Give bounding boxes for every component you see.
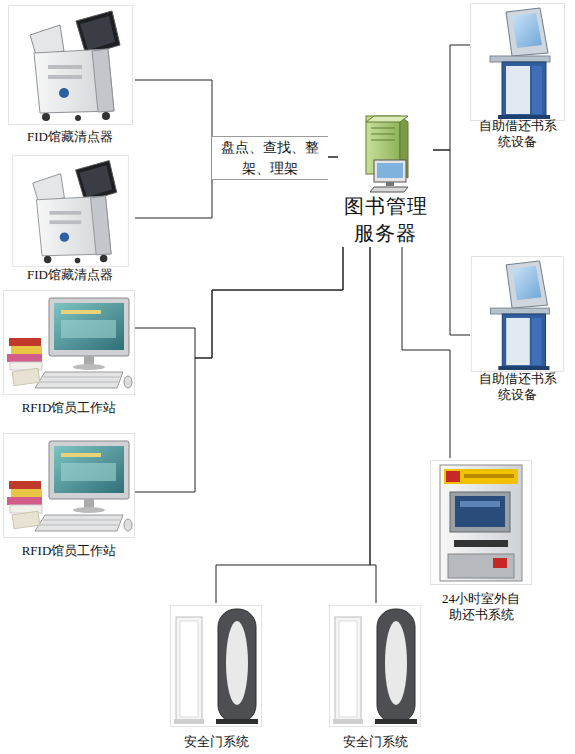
kiosk-image	[471, 256, 563, 371]
device-node: 24小时室外自助还书系统	[428, 458, 534, 623]
connector-line	[433, 45, 470, 150]
node-caption: 图书管理服务器	[343, 193, 429, 247]
device-node: RFID馆员工作站	[3, 431, 135, 559]
device-node: 安全门系统	[326, 603, 424, 750]
device-node: RFID馆员工作站	[3, 288, 135, 416]
book-drop-image	[431, 461, 532, 585]
server-node: 图书管理服务器	[338, 112, 433, 247]
device-node: FID馆藏清点器	[5, 5, 135, 145]
node-caption: FID馆藏清点器	[27, 267, 113, 283]
connector-line	[216, 247, 370, 603]
edge-label: 盘点、查找、整架、理架	[212, 136, 328, 180]
connector-line	[402, 247, 450, 458]
device-node: 安全门系统	[168, 603, 264, 750]
node-caption: RFID馆员工作站	[22, 400, 117, 416]
connector-line	[370, 247, 376, 603]
node-caption: 自助借还书系统设备	[477, 371, 559, 403]
device-node: 自助借还书系统设备	[470, 255, 565, 403]
node-caption: 自助借还书系统设备	[477, 118, 559, 150]
workstation-image	[4, 291, 135, 395]
security-gate-image	[330, 606, 421, 727]
node-caption: 安全门系统	[184, 734, 249, 750]
node-caption: 24小时室外自助还书系统	[437, 591, 525, 623]
workstation-image	[4, 434, 135, 538]
inventory-cart-image	[13, 155, 129, 266]
connector-line	[135, 247, 343, 358]
connector-line	[135, 247, 343, 492]
server-icon	[366, 116, 408, 192]
node-caption: 安全门系统	[343, 734, 408, 750]
node-caption: RFID馆员工作站	[22, 543, 117, 559]
inventory-cart-image	[9, 6, 133, 125]
connector-line	[433, 150, 470, 335]
kiosk-image	[471, 4, 565, 121]
security-gate-image	[171, 606, 262, 727]
node-caption: FID馆藏清点器	[27, 129, 113, 145]
device-node: FID馆藏清点器	[5, 153, 135, 283]
device-node: 自助借还书系统设备	[470, 3, 565, 150]
